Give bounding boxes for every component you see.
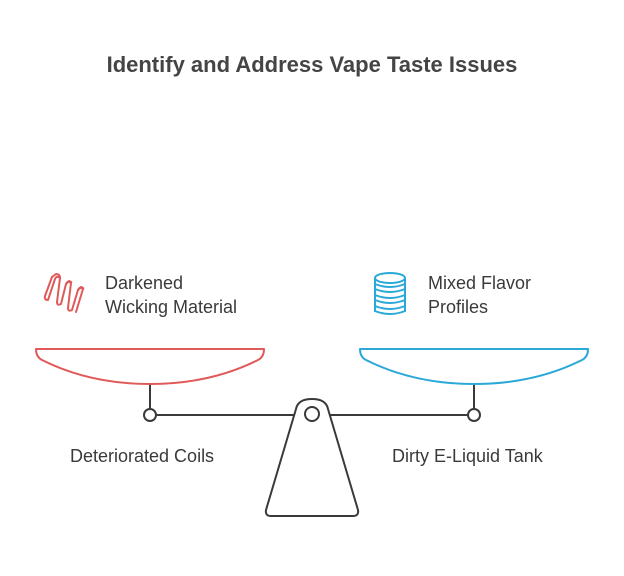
diagram-title: Identify and Address Vape Taste Issues: [106, 52, 518, 77]
fulcrum-pivot: [304, 406, 320, 422]
scale-base: [264, 398, 360, 517]
barrel-icon: [374, 272, 406, 315]
coil-icon: [43, 273, 85, 313]
left-base-label: Deteriorated Coils: [70, 446, 215, 466]
right-base-label: Dirty E-Liquid Tank: [392, 446, 543, 466]
right-pan-label-line-1: Mixed Flavor: [428, 273, 532, 293]
right-pan-label: Mixed Flavor Profiles: [428, 271, 531, 319]
left-pan: [35, 348, 265, 385]
right-pan: [359, 348, 589, 385]
left-pan-label-line-2: Wicking Material: [105, 297, 238, 317]
left-pan-label-line-1: Darkened: [105, 273, 184, 293]
left-joint: [143, 408, 157, 422]
right-joint: [467, 408, 481, 422]
left-pan-label: Darkened Wicking Material: [105, 271, 237, 319]
right-pan-label-line-2: Profiles: [428, 297, 489, 317]
